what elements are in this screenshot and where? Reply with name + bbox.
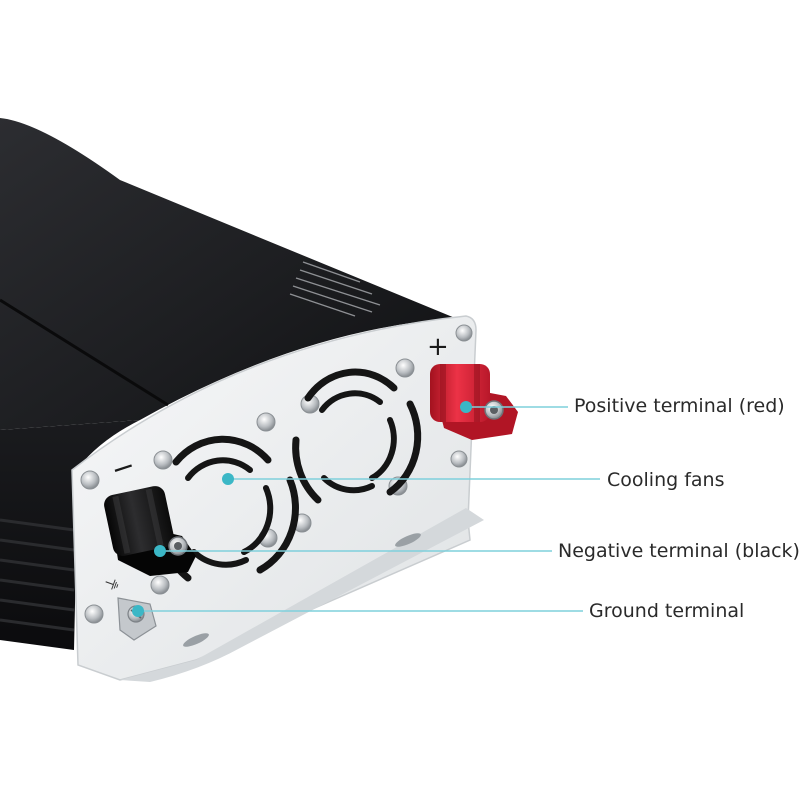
positive-terminal-ridge — [474, 364, 480, 422]
negative-terminal-ridge — [112, 495, 131, 554]
negative-terminal — [104, 486, 196, 576]
flange-slot — [395, 533, 421, 547]
screw — [395, 358, 415, 378]
positive-terminal-ridge — [440, 364, 446, 422]
housing-top-surface — [0, 118, 455, 430]
plus-marking: + — [427, 332, 449, 362]
negative-terminal-ridge — [145, 488, 164, 547]
callout-label-cooling-fans: Cooling fans — [607, 469, 725, 491]
housing-side-surface — [0, 420, 140, 650]
screw — [256, 412, 276, 432]
screw — [80, 470, 100, 490]
end-panel-plate — [71, 315, 477, 681]
screw — [455, 324, 473, 342]
callout-label-ground-terminal: Ground terminal — [589, 600, 745, 622]
flange-slot — [183, 633, 209, 647]
callout-label-positive-terminal: Positive terminal (red) — [574, 395, 785, 417]
callout-lines — [138, 406, 600, 612]
positive-terminal — [430, 364, 518, 440]
screw — [153, 450, 173, 470]
inverter-housing — [0, 118, 455, 650]
callout-label-negative-terminal: Negative terminal (black) — [558, 540, 800, 562]
screw — [84, 604, 104, 624]
negative-terminal-body — [104, 486, 174, 556]
callout-dot-negative — [154, 545, 166, 557]
positive-terminal-bolt-core — [490, 406, 498, 414]
positive-terminal-body — [430, 364, 490, 422]
screw — [450, 450, 468, 468]
housing-seam — [0, 298, 169, 407]
heat-sink-fins — [0, 518, 75, 632]
screw — [150, 575, 170, 595]
callout-dot-fans — [222, 473, 234, 485]
callout-dot-positive — [460, 401, 472, 413]
spec-label — [289, 261, 381, 317]
callout-dot-ground — [132, 605, 144, 617]
negative-terminal-bolt-core — [174, 542, 182, 550]
ground-marking: ⏚ — [101, 573, 124, 595]
cooling-fan-right — [292, 368, 422, 504]
callout-dots — [132, 401, 472, 617]
